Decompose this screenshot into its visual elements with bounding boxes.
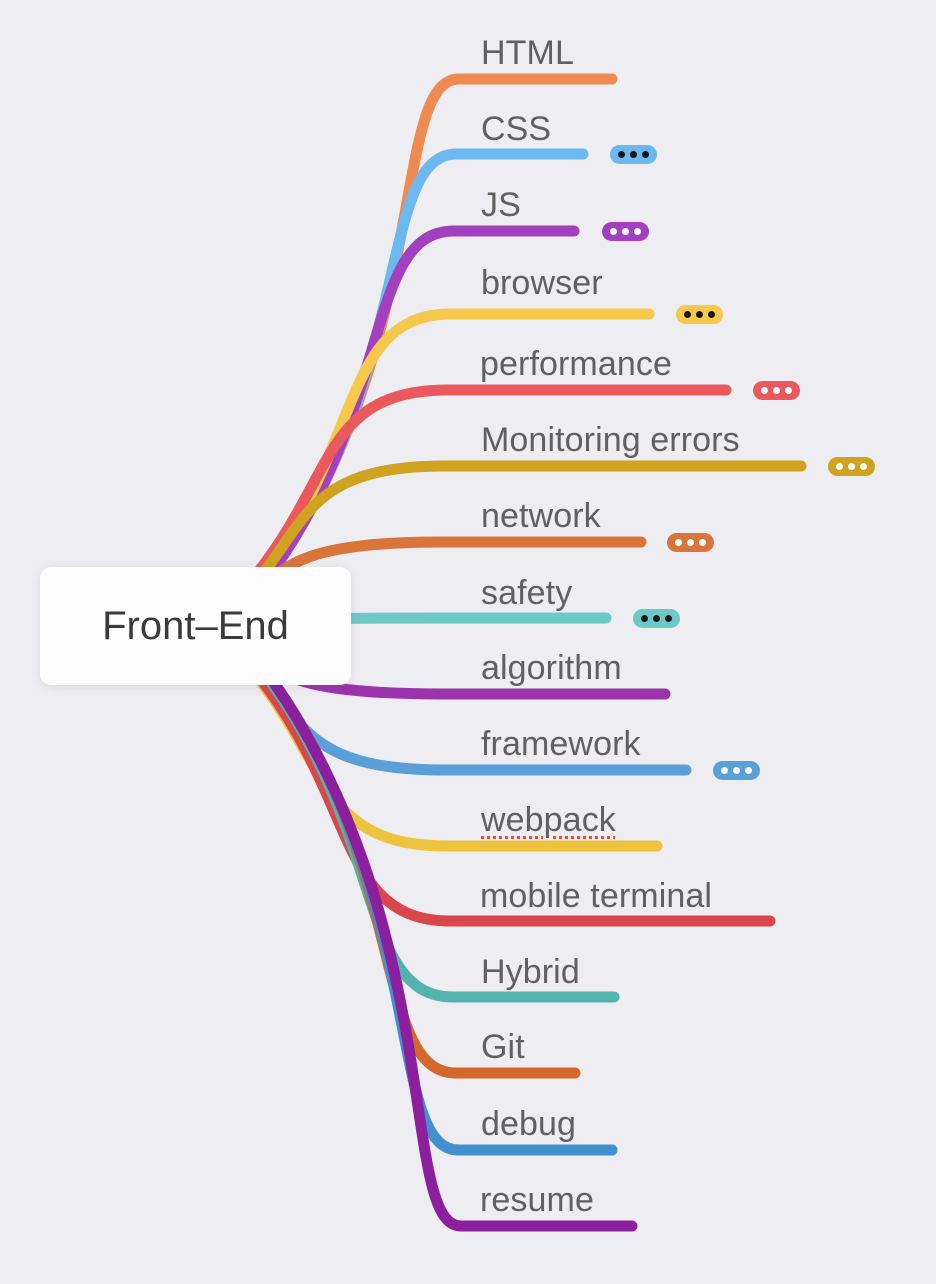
branch-node-label: resume: [480, 1181, 594, 1219]
branch-node-label: Hybrid: [481, 953, 580, 991]
ellipsis-dot-icon: [721, 767, 728, 774]
branch-node-mobile-terminal[interactable]: mobile terminal: [480, 879, 712, 913]
branch-node-label: webpack: [481, 801, 616, 839]
branch-node-framework[interactable]: framework: [481, 727, 641, 761]
branch-node-label: browser: [481, 264, 603, 302]
branch-node-browser[interactable]: browser: [481, 266, 603, 300]
branch-node-js[interactable]: JS: [481, 188, 521, 222]
ellipsis-dot-icon: [642, 151, 649, 158]
ellipsis-dot-icon: [610, 228, 617, 235]
ellipsis-dot-icon: [696, 311, 703, 318]
expand-children-badge[interactable]: [828, 457, 875, 476]
branch-node-label: safety: [481, 574, 573, 612]
ellipsis-dot-icon: [745, 767, 752, 774]
branch-node-performance[interactable]: performance: [480, 347, 672, 381]
ellipsis-dot-icon: [653, 615, 660, 622]
branch-node-label: debug: [481, 1105, 577, 1143]
branch-node-resume[interactable]: resume: [480, 1183, 594, 1217]
branch-node-css[interactable]: CSS: [481, 112, 551, 146]
expand-children-badge[interactable]: [667, 533, 714, 552]
ellipsis-dot-icon: [860, 463, 867, 470]
ellipsis-dot-icon: [630, 151, 637, 158]
branch-node-label: CSS: [481, 110, 552, 148]
branch-node-label: Git: [481, 1028, 525, 1066]
branch-node-algorithm[interactable]: algorithm: [481, 651, 622, 685]
branch-node-debug[interactable]: debug: [481, 1107, 576, 1141]
branch-node-webpack[interactable]: webpack: [481, 803, 616, 837]
branch-node-hybrid[interactable]: Hybrid: [481, 955, 580, 989]
expand-children-badge[interactable]: [713, 761, 760, 780]
expand-children-badge[interactable]: [610, 145, 657, 164]
expand-children-badge[interactable]: [633, 609, 680, 628]
branch-node-monitoring-errors[interactable]: Monitoring errors: [481, 423, 740, 457]
ellipsis-dot-icon: [634, 228, 641, 235]
ellipsis-dot-icon: [836, 463, 843, 470]
branch-node-label: performance: [480, 345, 672, 383]
branch-node-safety[interactable]: safety: [481, 576, 572, 610]
ellipsis-dot-icon: [622, 228, 629, 235]
expand-children-badge[interactable]: [602, 222, 649, 241]
branch-node-label: mobile terminal: [480, 877, 713, 915]
branch-node-git[interactable]: Git: [481, 1030, 525, 1064]
ellipsis-dot-icon: [699, 539, 706, 546]
ellipsis-dot-icon: [675, 539, 682, 546]
branch-node-network[interactable]: network: [481, 499, 601, 533]
ellipsis-dot-icon: [665, 615, 672, 622]
branch-edge: [250, 384, 732, 580]
ellipsis-dot-icon: [848, 463, 855, 470]
ellipsis-dot-icon: [641, 615, 648, 622]
ellipsis-dot-icon: [687, 539, 694, 546]
ellipsis-dot-icon: [773, 387, 780, 394]
ellipsis-dot-icon: [684, 311, 691, 318]
ellipsis-dot-icon: [733, 767, 740, 774]
branch-node-html[interactable]: HTML: [481, 36, 574, 70]
branch-node-label: HTML: [481, 34, 574, 72]
branch-node-label: JS: [481, 186, 521, 224]
root-node[interactable]: Front–End: [40, 567, 351, 685]
branch-node-label: algorithm: [481, 649, 622, 687]
branch-node-label: Monitoring errors: [481, 421, 740, 459]
root-node-label: Front–End: [102, 604, 289, 648]
ellipsis-dot-icon: [708, 311, 715, 318]
ellipsis-dot-icon: [761, 387, 768, 394]
ellipsis-dot-icon: [618, 151, 625, 158]
expand-children-badge[interactable]: [676, 305, 723, 324]
expand-children-badge[interactable]: [753, 381, 800, 400]
ellipsis-dot-icon: [785, 387, 792, 394]
branch-node-label: framework: [481, 725, 641, 763]
branch-node-label: network: [481, 497, 601, 535]
